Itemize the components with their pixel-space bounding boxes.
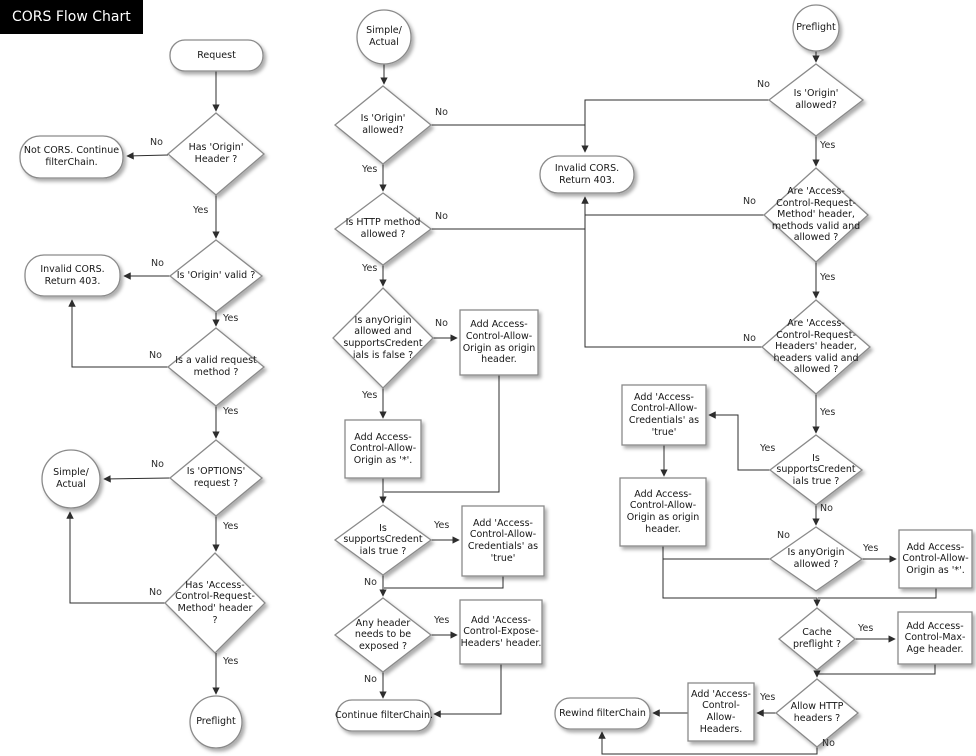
edge-exposeheaders-out (433, 664, 502, 718)
is-options-request-shape (168, 439, 264, 517)
cache-preflight-shape (777, 607, 857, 671)
simple-actual-2-shape (356, 9, 412, 65)
node-shapes (19, 4, 973, 749)
is-origin-valid-shape (168, 239, 264, 313)
edge-credentials2-merge (384, 576, 504, 589)
add-expose-headers-shape (459, 599, 543, 665)
add-allow-credentials-preflight-shape (621, 384, 707, 446)
edge-lines (66, 51, 937, 755)
add-allow-origin-star-preflight-shape (898, 529, 973, 589)
add-allow-origin-star-simple-shape (344, 419, 422, 479)
is-valid-request-method-shape (166, 327, 266, 407)
edge-acrm-header-no (66, 511, 165, 604)
is-origin-allowed-preflight-shape (767, 63, 865, 137)
edge-supportscred3-yes (708, 411, 770, 471)
preflight-1-shape (189, 695, 243, 749)
is-supports-credentials-preflight-shape (768, 434, 864, 506)
edge-originheader3-out (662, 546, 821, 607)
edge-originallowed3-no (581, 99, 769, 153)
not-cors-shape (19, 135, 124, 179)
are-request-headers-valid-shape (761, 299, 871, 395)
add-allow-credentials-simple-shape (461, 505, 545, 577)
preflight-2-shape (792, 4, 840, 52)
is-anyorigin-allowed-preflight-shape (768, 526, 864, 592)
invalid-cors-1-shape (24, 254, 121, 297)
invalid-cors-2-shape (539, 155, 635, 194)
edge-originheader2-merge (384, 375, 500, 493)
is-http-method-allowed-shape (333, 192, 433, 266)
edge-validmethod-no (68, 299, 168, 368)
is-supports-credentials-simple-shape (333, 504, 433, 576)
is-origin-allowed-simple-shape (333, 85, 433, 165)
simple-actual-1-shape (41, 449, 101, 509)
has-acr-method-header-shape (164, 552, 266, 654)
add-allow-origin-header-simple-shape (459, 309, 539, 376)
continue-filterchain-shape (336, 699, 432, 732)
has-origin-header-shape (166, 112, 266, 196)
are-request-method-valid-shape (763, 167, 869, 263)
add-max-age-shape (897, 611, 973, 665)
allow-http-headers-shape (774, 678, 860, 748)
edge-options-no (103, 475, 171, 483)
rewind-filterchain-shape (554, 697, 651, 730)
request-shape (169, 39, 264, 72)
is-anyorigin-credentials-false-shape (332, 287, 434, 389)
add-allow-origin-header-preflight-shape (619, 477, 707, 547)
edge-hasorigin-no (126, 152, 169, 160)
edge-acrhvalid-no (581, 196, 762, 348)
edge-maxage-merge (818, 664, 936, 675)
any-header-exposed-shape (333, 597, 433, 673)
add-allow-headers-shape (687, 682, 755, 742)
edge-allowhttp-no (598, 731, 818, 755)
page-title: CORS Flow Chart (0, 0, 143, 34)
edge-star3-merge (818, 588, 937, 599)
